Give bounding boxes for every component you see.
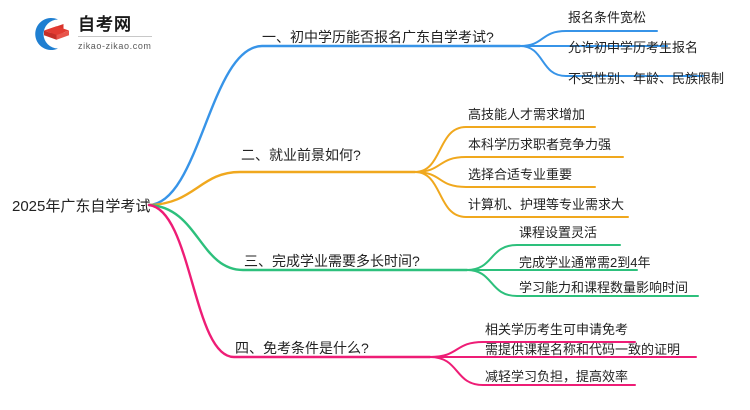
graduation-cap-icon: [28, 12, 72, 56]
branch-3-child-3[interactable]: 学习能力和课程数量影响时间: [519, 280, 689, 295]
branch-topic-1[interactable]: 一、初中学历能否报名广东自学考试?: [262, 29, 494, 45]
branch-1-child-2[interactable]: 允许初中学历考生报名: [568, 40, 699, 55]
branch-4-child-2[interactable]: 需提供课程名称和代码一致的证明: [485, 342, 681, 357]
branch-4-child-1[interactable]: 相关学历考生可申请免考: [485, 322, 629, 337]
branch-2-child-3[interactable]: 选择合适专业重要: [468, 167, 573, 182]
branch-4-child-3[interactable]: 减轻学习负担，提高效率: [485, 369, 629, 384]
branch-2-child-4[interactable]: 计算机、护理等专业需求大: [468, 197, 625, 212]
branch-1-child-1[interactable]: 报名条件宽松: [568, 10, 647, 25]
branch-2-wires: [147, 170, 417, 207]
branch-3-child-2[interactable]: 完成学业通常需2到4年: [519, 255, 651, 270]
branch-topic-2[interactable]: 二、就业前景如何?: [241, 147, 361, 163]
branch-topic-4[interactable]: 四、免考条件是什么?: [235, 340, 369, 356]
mindmap-root-node[interactable]: 2025年广东自学考试: [12, 198, 151, 215]
branch-topic-3[interactable]: 三、完成学业需要多长时间?: [244, 253, 420, 269]
logo-title: 自考网: [78, 15, 152, 37]
branch-1-wires: [147, 44, 522, 207]
site-logo: 自考网 zikao-zikao.com: [28, 12, 152, 56]
branch-1-child-3[interactable]: 不受性别、年龄、民族限制: [568, 71, 725, 86]
branch-3-child-1[interactable]: 课程设置灵活: [519, 225, 598, 240]
branch-2-child-2[interactable]: 本科学历求职者竞争力强: [468, 137, 612, 152]
branch-4-wires: [147, 203, 432, 359]
branch-2-child-1[interactable]: 高技能人才需求增加: [468, 107, 586, 122]
logo-domain: zikao-zikao.com: [78, 41, 152, 51]
